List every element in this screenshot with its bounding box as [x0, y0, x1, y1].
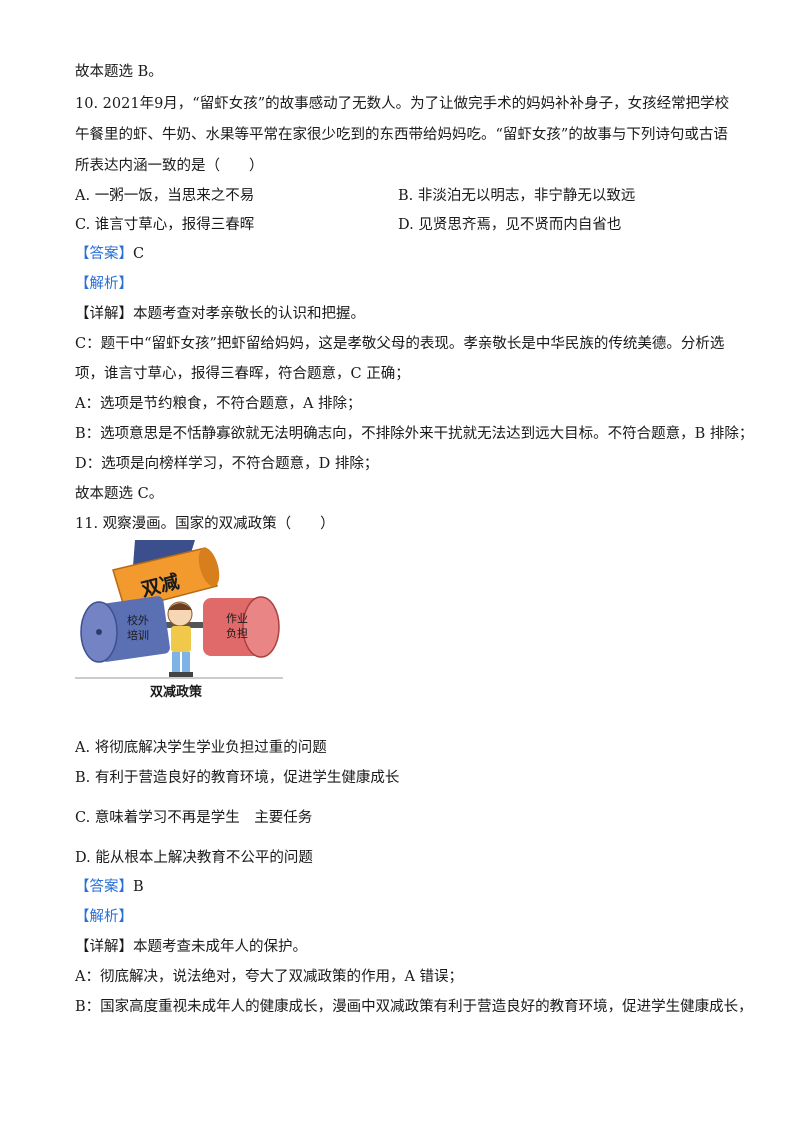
q11-option-a: A. 将彻底解决学生学业负担过重的问题: [75, 740, 327, 756]
detail-tag: 【详解】: [75, 306, 133, 322]
q11-b-line: B：国家高度重视未成年人的健康成长，漫画中双减政策有利于营造良好的教育环境，促进…: [75, 999, 753, 1015]
q10-b-line: B：选项意思是不恬静寡欲就无法明确志向，不排除外来干扰就无法达到远大目标。不符合…: [75, 426, 754, 442]
q10-option-b: B. 非淡泊无以明志，非宁静无以致远: [398, 188, 636, 204]
q11-option-c: C. 意味着学习不再是学生 主要任务: [75, 810, 313, 826]
answer-value: B: [133, 879, 144, 895]
q10-stem-line1: 10. 2021年9月，“留虾女孩”的故事感动了无数人。为了让做完手术的妈妈补补…: [75, 96, 730, 112]
q10-detail: 【详解】本题考查对孝亲敬长的认识和把握。: [75, 304, 365, 324]
detail-text: 本题考查对孝亲敬长的认识和把握。: [133, 306, 365, 322]
left-weight-label-1: 校外: [127, 613, 149, 627]
shuangjian-block: 双减: [112, 547, 220, 611]
q11-detail: 【详解】本题考查未成年人的保护。: [75, 937, 307, 957]
q11-answer: 【答案】B: [75, 877, 144, 897]
prev-conclusion: 故本题选 B。: [75, 64, 163, 80]
q10-option-c: C. 谁言寸草心，报得三春晖: [75, 217, 255, 233]
cartoon-illustration: 双减 校外 培训 作业 负担: [75, 540, 283, 700]
right-weight-label-1: 作业: [226, 612, 248, 625]
left-weight-label-2: 培训: [127, 628, 149, 642]
q11-option-b: B. 有利于营造良好的教育环境，促进学生健康成长: [75, 770, 400, 786]
analysis-tag: 【解析】: [75, 276, 133, 292]
cartoon-caption: 双减政策: [150, 684, 203, 700]
q10-analysis: 【解析】: [75, 274, 133, 294]
answer-tag: 【答案】: [75, 246, 133, 262]
answer-tag: 【答案】: [75, 879, 133, 895]
detail-tag: 【详解】: [75, 939, 133, 955]
q10-option-d: D. 见贤思齐焉，见不贤而内自省也: [398, 217, 622, 233]
q11-stem: 11. 观察漫画。国家的双减政策（ ）: [75, 516, 335, 532]
q11-a-line: A：彻底解决，说法绝对，夸大了双减政策的作用，A 错误；: [75, 969, 464, 985]
q10-stem-line2: 午餐里的虾、牛奶、水果等平常在家很少吃到的东西带给妈妈吃。“留虾女孩”的故事与下…: [75, 127, 728, 143]
q10-d-line: D：选项是向榜样学习，不符合题意，D 排除；: [75, 456, 379, 472]
answer-value: C: [133, 246, 145, 262]
q10-option-a: A. 一粥一饭，当思来之不易: [75, 188, 255, 204]
q11-option-d: D. 能从根本上解决教育不公平的问题: [75, 850, 313, 866]
q11-analysis: 【解析】: [75, 907, 133, 927]
left-weight: 校外 培训: [80, 596, 170, 663]
right-weight-label-2: 负担: [226, 626, 248, 640]
right-weight: 作业 负担: [203, 596, 280, 658]
child-figure: [167, 601, 193, 677]
q10-c-line2: 项，谁言寸草心，报得三春晖，符合题意，C 正确；: [75, 366, 410, 382]
q10-a-line: A：选项是节约粮食，不符合题意，A 排除；: [75, 396, 362, 412]
q10-stem-line3: 所表达内涵一致的是（ ）: [75, 158, 264, 174]
q10-c-line1: C：题干中“留虾女孩”把虾留给妈妈，这是孝敬父母的表现。孝亲敬长是中华民族的传统…: [75, 336, 725, 352]
q10-answer: 【答案】C: [75, 244, 144, 264]
q10-conclusion: 故本题选 C。: [75, 486, 164, 502]
analysis-tag: 【解析】: [75, 909, 133, 925]
detail-text: 本题考查未成年人的保护。: [133, 939, 307, 955]
